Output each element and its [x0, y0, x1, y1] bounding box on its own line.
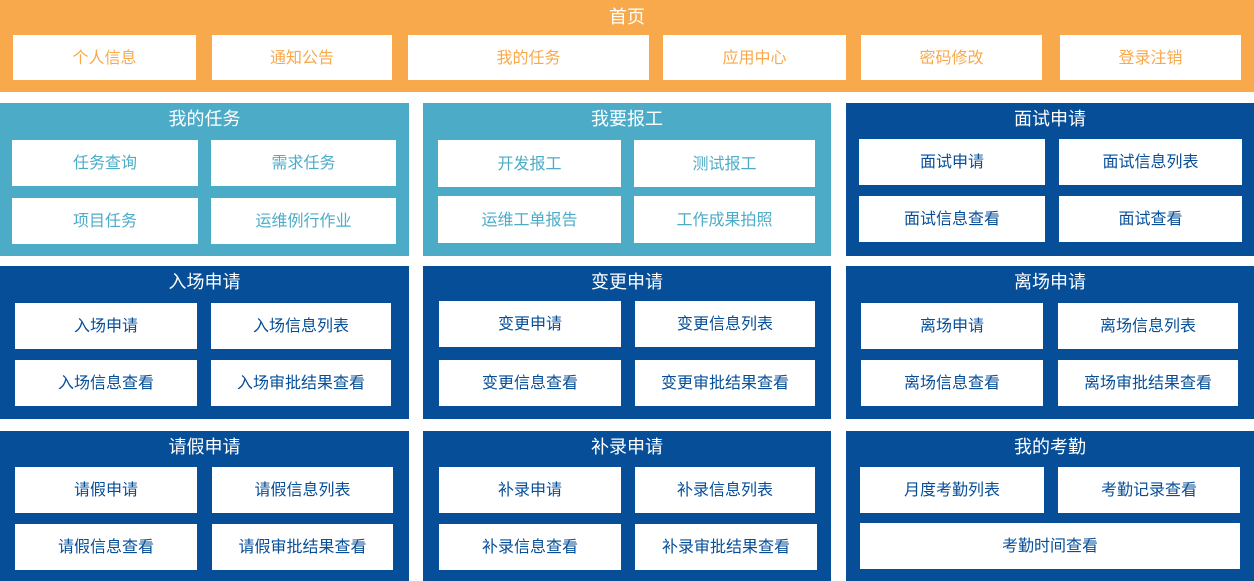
attendance-time-button[interactable]: 考勤时间查看 [860, 523, 1240, 569]
attendance-record-button[interactable]: 考勤记录查看 [1058, 467, 1240, 513]
panel-title: 离场申请 [1014, 272, 1086, 293]
panel-title: 我的任务 [168, 109, 241, 130]
exit-list-button[interactable]: 离场信息列表 [1058, 303, 1238, 349]
leave-info-view-button[interactable]: 请假信息查看 [15, 524, 197, 570]
interview-apply-button[interactable]: 面试申请 [859, 139, 1045, 185]
test-report-button[interactable]: 测试报工 [634, 140, 815, 187]
change-info-view-button[interactable]: 变更信息查看 [439, 360, 621, 406]
panel-leave-apply: 请假申请 请假申请 请假信息列表 请假信息查看 请假审批结果查看 [0, 431, 409, 581]
leave-apply-button[interactable]: 请假申请 [15, 467, 197, 513]
panel-title: 我要报工 [591, 109, 663, 130]
panel-title: 面试申请 [1014, 109, 1086, 130]
exit-info-view-button[interactable]: 离场信息查看 [861, 360, 1043, 406]
nav-password-change-button[interactable]: 密码修改 [861, 35, 1042, 80]
nav-notice-button[interactable]: 通知公告 [212, 35, 392, 80]
nav-logout-button[interactable]: 登录注销 [1060, 35, 1241, 80]
demand-task-button[interactable]: 需求任务 [211, 140, 396, 186]
entry-approval-view-button[interactable]: 入场审批结果查看 [211, 360, 391, 406]
panel-change-apply: 变更申请 变更申请 变更信息列表 变更信息查看 变更审批结果查看 [423, 266, 831, 419]
interview-list-button[interactable]: 面试信息列表 [1059, 139, 1242, 185]
panel-title: 变更申请 [591, 272, 663, 293]
interview-view-button[interactable]: 面试查看 [1059, 196, 1242, 242]
panel-my-tasks: 我的任务 任务查询 需求任务 项目任务 运维例行作业 [0, 103, 409, 256]
exit-apply-button[interactable]: 离场申请 [861, 303, 1043, 349]
supplement-info-view-button[interactable]: 补录信息查看 [439, 524, 621, 570]
panel-my-attendance: 我的考勤 月度考勤列表 考勤记录查看 考勤时间查看 [846, 431, 1254, 581]
leave-approval-view-button[interactable]: 请假审批结果查看 [212, 524, 393, 570]
home-title[interactable]: 首页 [609, 7, 645, 28]
task-query-button[interactable]: 任务查询 [12, 140, 198, 186]
change-approval-view-button[interactable]: 变更审批结果查看 [635, 360, 815, 406]
panel-entry-apply: 入场申请 入场申请 入场信息列表 入场信息查看 入场审批结果查看 [0, 266, 409, 419]
panel-work-report: 我要报工 开发报工 测试报工 运维工单报告 工作成果拍照 [423, 103, 831, 256]
panel-exit-apply: 离场申请 离场申请 离场信息列表 离场信息查看 离场审批结果查看 [846, 266, 1254, 419]
top-nav-bar: 首页 个人信息 通知公告 我的任务 应用中心 密码修改 登录注销 [0, 0, 1254, 92]
exit-approval-view-button[interactable]: 离场审批结果查看 [1058, 360, 1238, 406]
entry-apply-button[interactable]: 入场申请 [15, 303, 197, 349]
supplement-apply-button[interactable]: 补录申请 [439, 467, 621, 513]
nav-my-tasks-button[interactable]: 我的任务 [408, 35, 649, 80]
work-photo-button[interactable]: 工作成果拍照 [634, 196, 815, 243]
ops-routine-button[interactable]: 运维例行作业 [211, 198, 396, 244]
entry-info-view-button[interactable]: 入场信息查看 [15, 360, 197, 406]
entry-list-button[interactable]: 入场信息列表 [211, 303, 391, 349]
project-task-button[interactable]: 项目任务 [12, 198, 198, 244]
leave-list-button[interactable]: 请假信息列表 [212, 467, 393, 513]
change-list-button[interactable]: 变更信息列表 [635, 301, 815, 347]
nav-app-center-button[interactable]: 应用中心 [663, 35, 846, 80]
change-apply-button[interactable]: 变更申请 [439, 301, 621, 347]
panel-title: 请假申请 [168, 437, 241, 458]
panel-title: 补录申请 [591, 437, 663, 458]
interview-info-view-button[interactable]: 面试信息查看 [859, 196, 1045, 242]
panel-supplement-apply: 补录申请 补录申请 补录信息列表 补录信息查看 补录审批结果查看 [423, 431, 831, 581]
supplement-list-button[interactable]: 补录信息列表 [635, 467, 815, 513]
nav-personal-info-button[interactable]: 个人信息 [13, 35, 196, 80]
panel-interview-apply: 面试申请 面试申请 面试信息列表 面试信息查看 面试查看 [846, 103, 1254, 256]
panel-title: 我的考勤 [1014, 437, 1086, 458]
supplement-approval-view-button[interactable]: 补录审批结果查看 [635, 524, 817, 570]
ops-ticket-report-button[interactable]: 运维工单报告 [438, 196, 621, 243]
panel-title: 入场申请 [168, 272, 241, 293]
dev-report-button[interactable]: 开发报工 [438, 140, 621, 187]
monthly-attendance-button[interactable]: 月度考勤列表 [860, 467, 1044, 513]
